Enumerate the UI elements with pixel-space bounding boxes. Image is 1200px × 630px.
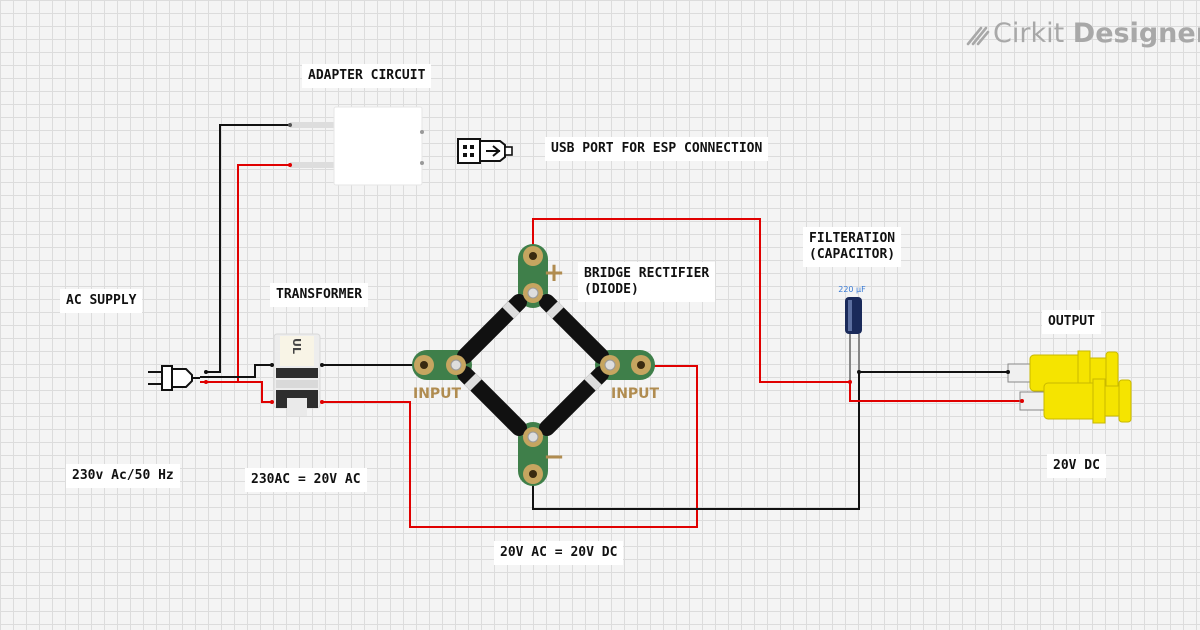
label-dc-output: 20V DC <box>1047 454 1106 478</box>
brand-name-part2: Designer <box>1072 18 1200 49</box>
wire-adapter-black[interactable] <box>206 124 290 373</box>
bridge-input-left-label: INPUT <box>413 386 462 402</box>
label-bridge-rectifier: BRIDGE RECTIFIER (DIODE) <box>578 262 716 302</box>
wire-output-red[interactable] <box>849 382 1022 402</box>
label-ac-voltage: 230v Ac/50 Hz <box>66 464 180 488</box>
usb-plug-icon <box>457 138 513 164</box>
adapter-module[interactable] <box>288 106 424 186</box>
transformer-ul-mark: UL <box>290 338 303 354</box>
wire-plug-transformer-red[interactable] <box>200 381 272 403</box>
wires <box>200 124 1022 528</box>
label-usb-port: USB PORT FOR ESP CONNECTION <box>545 137 769 161</box>
label-filter-line1: FILTERATION <box>809 231 896 246</box>
label-transformer-ratio: 230AC = 20V AC <box>245 468 367 492</box>
label-filteration: FILTERATION (CAPACITOR) <box>803 227 902 267</box>
cirkit-logo-icon <box>966 26 990 45</box>
label-ac-supply: AC SUPPLY <box>60 289 143 313</box>
label-adapter-circuit: ADAPTER CIRCUIT <box>302 64 432 88</box>
label-filter-line2: (CAPACITOR) <box>809 247 896 262</box>
brand-name-part1: Cirkit <box>993 18 1065 49</box>
diode-top-right <box>536 291 612 367</box>
output-connector-bottom[interactable] <box>1019 378 1132 424</box>
diode-bottom-right <box>536 363 612 439</box>
diode-top-left <box>454 291 530 367</box>
wire-minus-black[interactable] <box>532 372 860 510</box>
label-output: OUTPUT <box>1042 310 1101 334</box>
wire-plus-red[interactable] <box>532 218 850 383</box>
cirkit-designer-logo: Cirkit Designer <box>965 18 1200 49</box>
label-bridge-line1: BRIDGE RECTIFIER <box>584 266 710 281</box>
wire-transformer-red[interactable] <box>322 365 698 528</box>
ac-plug-icon[interactable] <box>148 365 208 391</box>
capacitor[interactable]: 220 µF <box>838 285 866 384</box>
bridge-plus-label: + <box>543 258 565 288</box>
label-transformer: TRANSFORMER <box>270 283 369 307</box>
label-bridge-line2: (DIODE) <box>584 282 639 297</box>
diode-bottom-left <box>454 363 530 439</box>
bridge-rectifier[interactable]: INPUT INPUT + − <box>412 244 660 486</box>
wire-plug-transformer-black[interactable] <box>200 364 272 378</box>
capacitor-value: 220 µF <box>838 285 866 294</box>
bridge-minus-label: − <box>543 442 565 472</box>
bridge-input-right-label: INPUT <box>611 386 660 402</box>
transformer[interactable]: UL <box>270 333 324 416</box>
label-rectifier-output: 20V AC = 20V DC <box>494 541 624 565</box>
pads <box>414 246 651 484</box>
